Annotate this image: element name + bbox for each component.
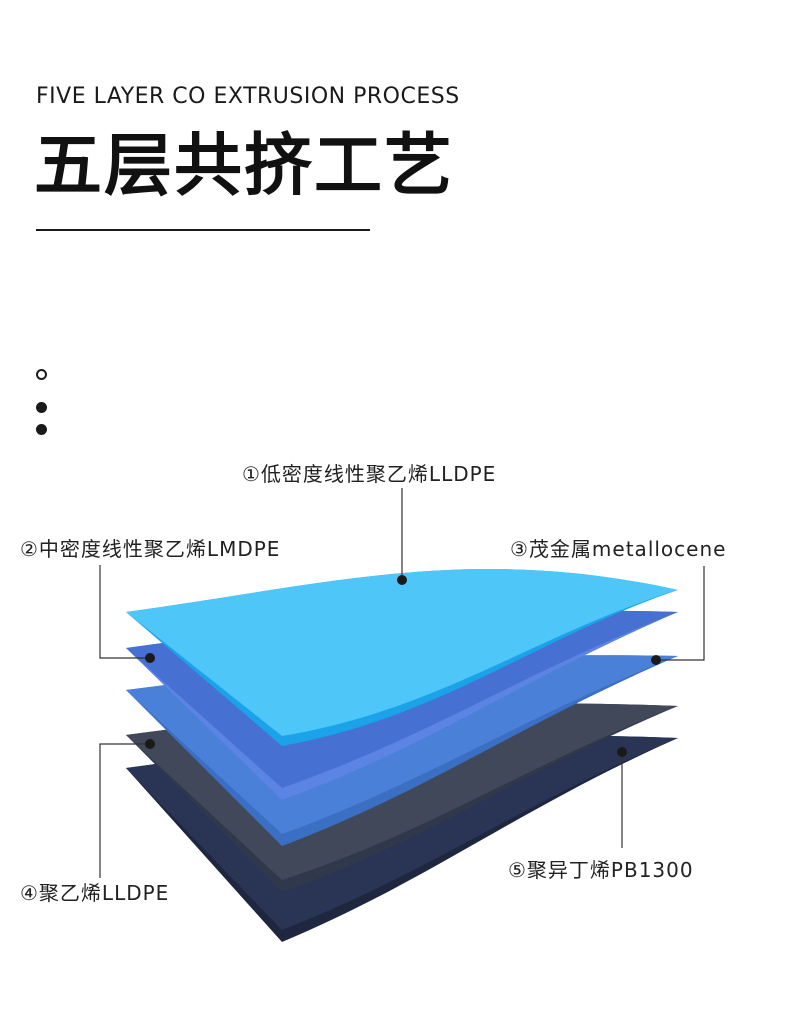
marker-dot-5 (617, 747, 627, 757)
leader-line-2 (99, 565, 150, 659)
decorative-dots (34, 366, 54, 438)
marker-dot-3 (651, 655, 661, 665)
layer-5-label: ⑤聚异丁烯PB1300 (508, 858, 694, 882)
marker-dot-4 (145, 739, 155, 749)
hollow-dot-icon (36, 369, 47, 380)
marker-dot-2 (145, 653, 155, 663)
filled-dot-icon (36, 402, 47, 413)
layer-1-label: ①低密度线性聚乙烯LLDPE (242, 462, 497, 486)
page-title: 五层共挤工艺 (34, 127, 455, 206)
layer-1-sheet (126, 569, 678, 746)
layer-2-label: ②中密度线性聚乙烯LMDPE (20, 537, 281, 561)
leader-line-4 (99, 743, 150, 878)
subtitle-en: FIVE LAYER CO EXTRUSION PROCESS (36, 84, 460, 109)
leader-line-3 (656, 566, 705, 661)
layer-4-label: ④聚乙烯LLDPE (20, 881, 170, 905)
marker-dot-1 (397, 575, 407, 585)
title-divider (36, 229, 370, 231)
filled-dot-icon (36, 424, 47, 435)
layer-3-label: ③茂金属metallocene (510, 537, 727, 561)
